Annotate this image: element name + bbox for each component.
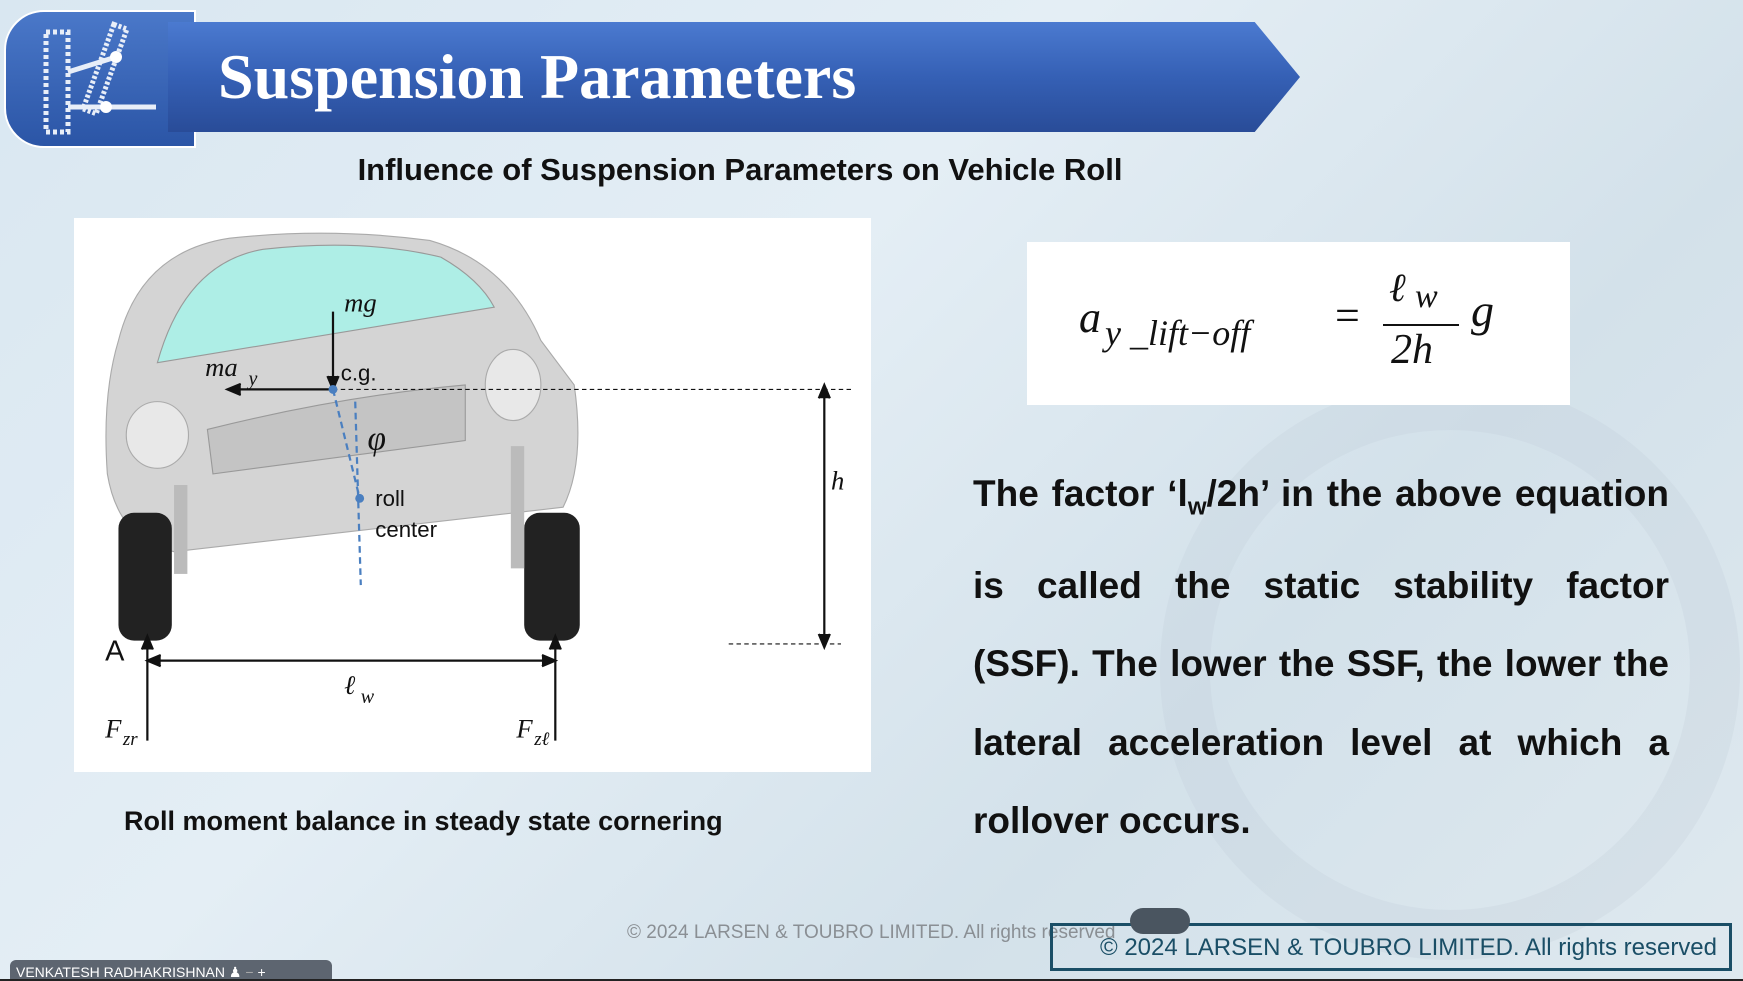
phi-label: φ bbox=[367, 420, 385, 457]
ssf-explanation: The factor ‘lw/2h’ in the above equation… bbox=[973, 455, 1669, 861]
para-text-a: The factor ‘l bbox=[973, 473, 1188, 514]
cg-label: c.g. bbox=[341, 361, 377, 386]
watermark-text: © 2024 LARSEN & TOUBRO LIMITED. All righ… bbox=[627, 922, 1116, 943]
expand-button[interactable]: + bbox=[257, 964, 266, 980]
presenter-name: VENKATESH RADHAKRISHNAN bbox=[16, 964, 226, 980]
eq-lhs-sub: y _lift−off bbox=[1105, 313, 1251, 353]
page-title: Suspension Parameters bbox=[218, 41, 857, 112]
eq-num: ℓ bbox=[1389, 265, 1406, 310]
h-label: h bbox=[831, 465, 844, 495]
fraction-bar bbox=[1383, 324, 1459, 326]
para-sub: w bbox=[1187, 493, 1207, 521]
fzr-label: F bbox=[104, 713, 122, 743]
lw-sub: w bbox=[361, 686, 375, 708]
point-a-label: A bbox=[105, 636, 125, 668]
presenter-tab[interactable]: VENKATESH RADHAKRISHNAN ♟ − + bbox=[10, 960, 332, 981]
lw-label: ℓ bbox=[344, 670, 355, 700]
equation-box: a y _lift−off = ℓ w 2h g bbox=[1027, 242, 1570, 405]
slide-subtitle: Influence of Suspension Parameters on Ve… bbox=[357, 152, 1123, 187]
suspension-logo-icon bbox=[4, 10, 196, 148]
eq-g: g bbox=[1471, 285, 1494, 336]
eq-equals: = bbox=[1335, 291, 1360, 340]
fzl-sub: zℓ bbox=[533, 729, 549, 750]
copyright-text: © 2024 LARSEN & TOUBRO LIMITED. All righ… bbox=[1099, 934, 1717, 961]
may-label: ma bbox=[205, 352, 238, 382]
mg-label: mg bbox=[344, 288, 377, 318]
copyright-box: © 2024 LARSEN & TOUBRO LIMITED. All righ… bbox=[1050, 923, 1732, 971]
car-illustration bbox=[105, 232, 580, 641]
bottom-border bbox=[0, 979, 1743, 981]
person-icon: ♟ bbox=[228, 964, 242, 980]
diagram-caption: Roll moment balance in steady state corn… bbox=[124, 806, 723, 836]
eq-num-sub: w bbox=[1415, 278, 1438, 315]
para-text-b: /2h’ in the above equation is called the… bbox=[973, 473, 1669, 842]
fzl-label: F bbox=[515, 713, 533, 743]
may-sub: y bbox=[247, 368, 258, 390]
center-label: center bbox=[375, 517, 437, 542]
fzr-sub: zr bbox=[122, 729, 138, 750]
roll-label: roll bbox=[375, 486, 405, 511]
eq-lhs: a bbox=[1079, 293, 1101, 342]
title-banner bbox=[168, 22, 1300, 132]
eq-den: 2h bbox=[1391, 327, 1433, 373]
plug-icon bbox=[1130, 908, 1190, 934]
minimize-button[interactable]: − bbox=[245, 964, 254, 980]
